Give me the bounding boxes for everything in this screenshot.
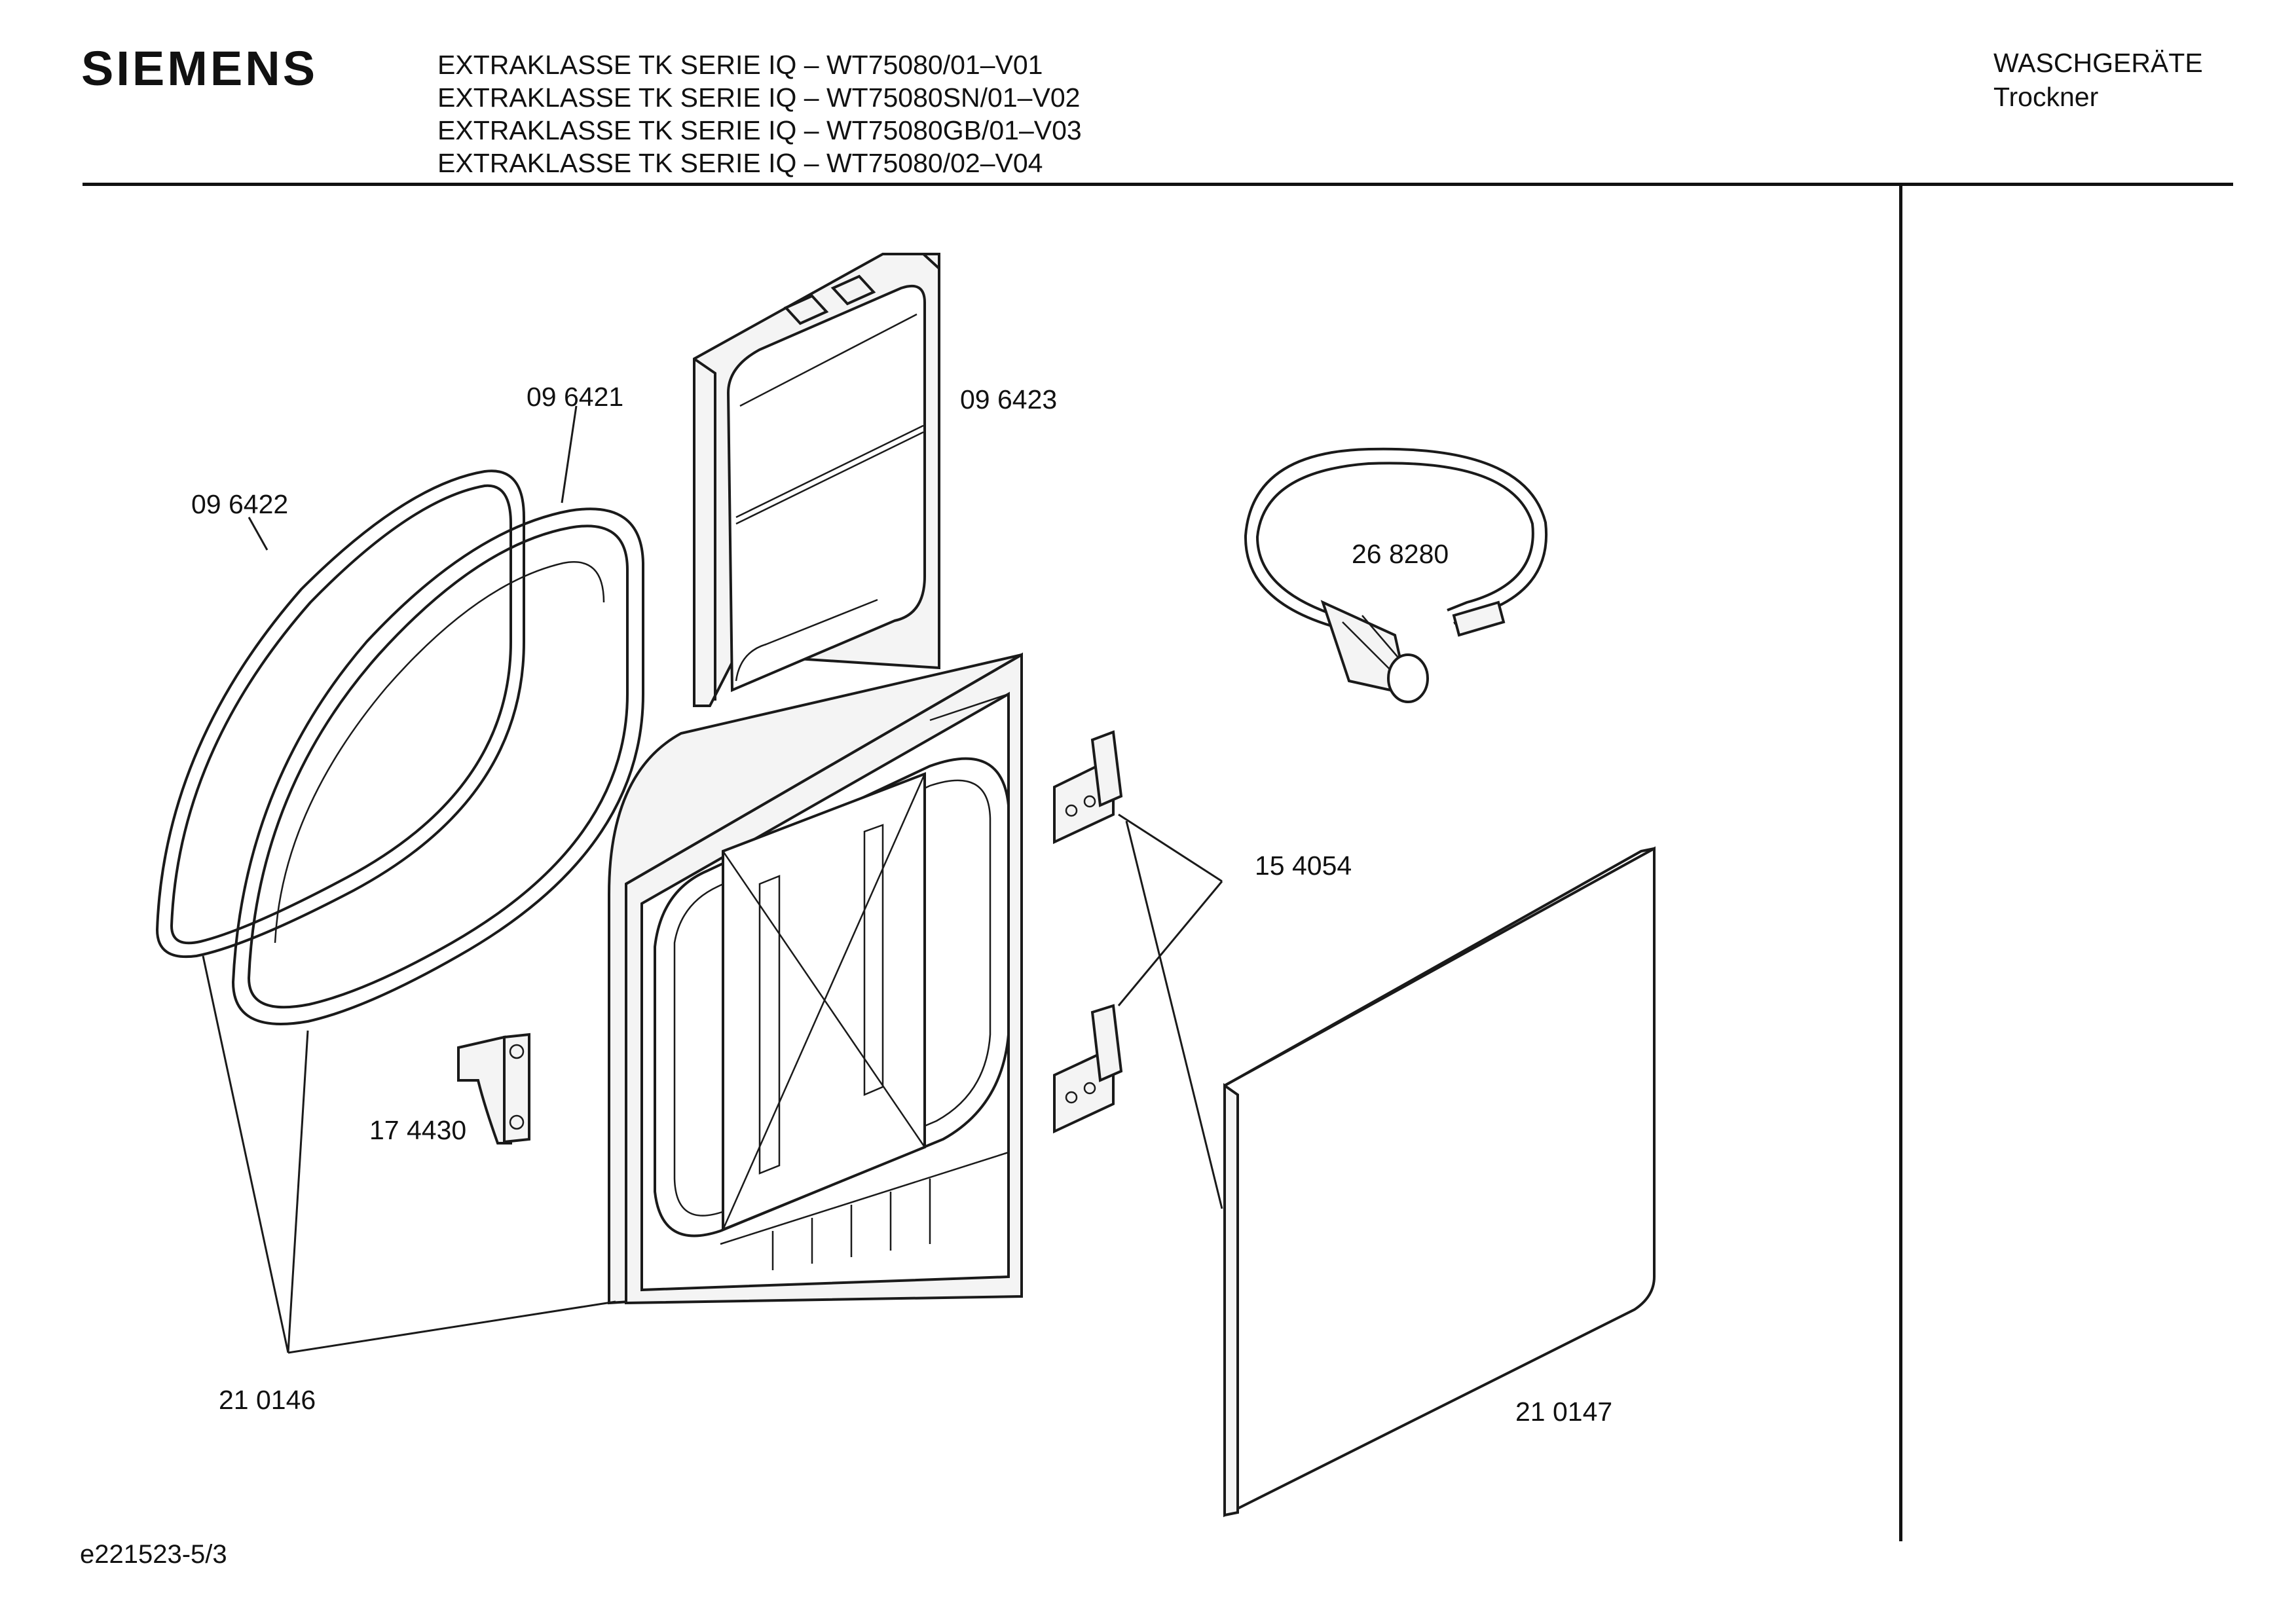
- lint-filter-frame: [693, 253, 940, 707]
- category-block: WASCHGERÄTE Trockner: [1993, 46, 2203, 114]
- model-line: EXTRAKLASSE TK SERIE IQ – WT75080SN/01–V…: [437, 82, 1081, 113]
- model-list: EXTRAKLASSE TK SERIE IQ – WT75080/01–V01…: [437, 48, 1082, 179]
- part-label: 26 8280: [1352, 539, 1449, 569]
- door-latch: [457, 1033, 530, 1145]
- door-seal-inner: [231, 507, 644, 1025]
- model-line: EXTRAKLASSE TK SERIE IQ – WT75080GB/01–V…: [437, 115, 1082, 145]
- siemens-logo: SIEMENS: [81, 41, 318, 96]
- model-line: EXTRAKLASSE TK SERIE IQ – WT75080/02–V04: [437, 148, 1043, 178]
- header-divider: [83, 183, 2233, 186]
- part-label: 21 0147: [1515, 1397, 1612, 1427]
- hinge-upper: [1053, 730, 1123, 845]
- part-label: 09 6422: [191, 489, 288, 519]
- hose-part: [1244, 447, 1548, 703]
- category-subtitle: Trockner: [1993, 82, 2099, 112]
- part-label: 21 0146: [219, 1385, 316, 1415]
- model-line: EXTRAKLASSE TK SERIE IQ – WT75080/01–V01: [437, 50, 1043, 80]
- leader-lines: [202, 405, 1223, 1354]
- part-label: 15 4054: [1255, 851, 1352, 881]
- side-divider: [1899, 186, 1902, 1541]
- part-label: 09 6421: [527, 382, 623, 412]
- part-label: 17 4430: [369, 1115, 466, 1145]
- door-outer-panel: [1223, 846, 1656, 1518]
- hinge-lower: [1053, 1004, 1123, 1134]
- door-inner-frame: [608, 652, 1023, 1305]
- part-label: 09 6423: [960, 384, 1057, 414]
- door-seal-outer: [155, 469, 525, 959]
- category-title: WASCHGERÄTE: [1993, 48, 2203, 78]
- document-id: e221523-5/3: [80, 1540, 227, 1569]
